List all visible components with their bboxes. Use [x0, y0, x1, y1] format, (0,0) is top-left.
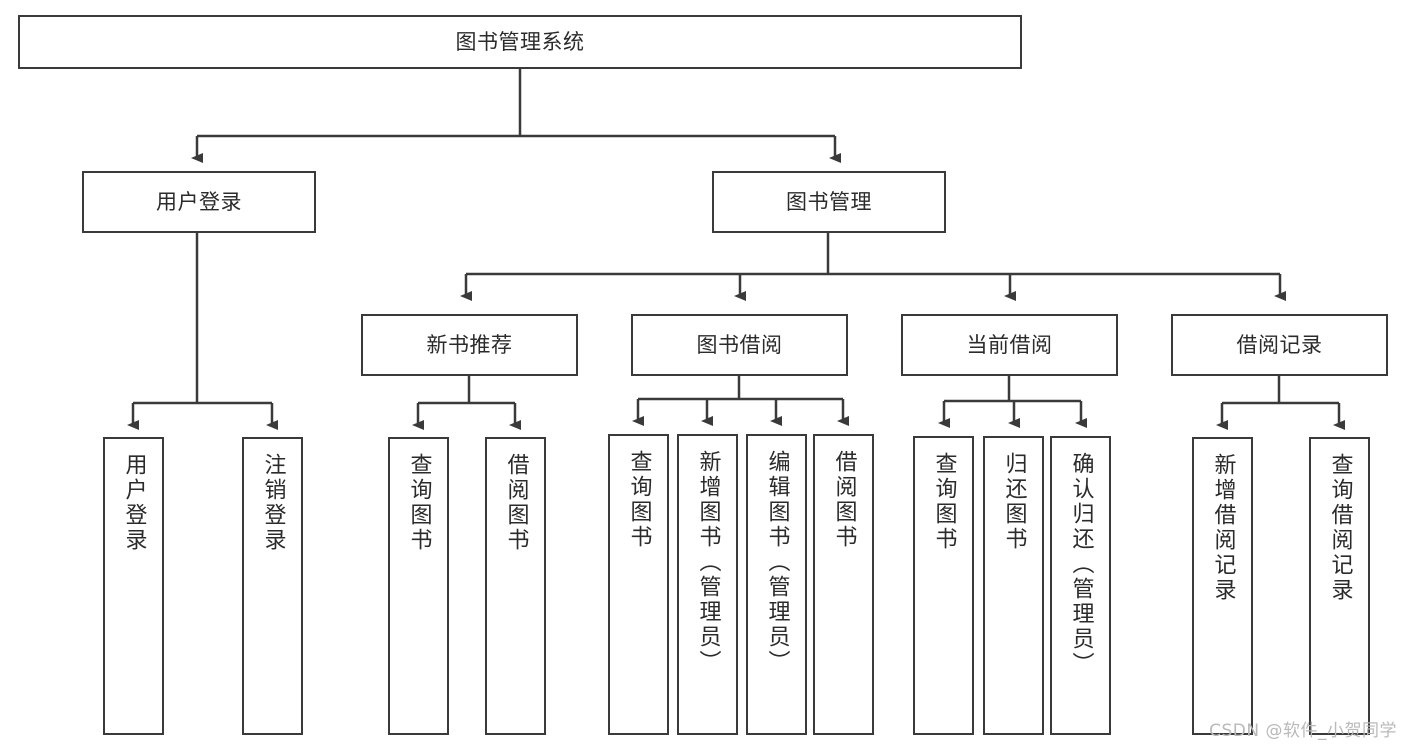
node-label: 确认归还（管理员）: [1068, 452, 1094, 677]
node-label: 用户登录: [121, 453, 147, 553]
node-label: 归还图书: [1001, 452, 1027, 552]
leaf-current-query-book[interactable]: 查询图书: [913, 436, 974, 735]
node-borrow-record[interactable]: 借阅记录: [1171, 314, 1388, 376]
node-book-borrow[interactable]: 图书借阅: [631, 314, 848, 376]
node-label: 用户登录: [156, 189, 242, 214]
node-label: 查询图书: [931, 452, 957, 552]
leaf-recommend-query-book[interactable]: 查询图书: [388, 437, 449, 735]
node-label: 查询图书: [406, 453, 432, 553]
node-label: 新增借阅记录: [1210, 453, 1236, 603]
node-label: 图书管理: [786, 189, 872, 214]
node-label: 新书推荐: [426, 332, 513, 357]
leaf-borrow-query-book[interactable]: 查询图书: [608, 434, 669, 735]
node-label: 借阅图书: [831, 450, 857, 550]
node-label: 编辑图书（管理员）: [764, 450, 790, 675]
node-book-management[interactable]: 图书管理: [712, 171, 946, 233]
node-user-login[interactable]: 用户登录: [82, 171, 316, 233]
node-current-borrow[interactable]: 当前借阅: [901, 314, 1118, 376]
leaf-recommend-borrow-book[interactable]: 借阅图书: [485, 437, 546, 735]
node-new-book-recommend[interactable]: 新书推荐: [361, 314, 578, 376]
node-label: 借阅记录: [1236, 332, 1323, 357]
leaf-current-confirm-return-admin[interactable]: 确认归还（管理员）: [1050, 436, 1111, 735]
node-label: 查询图书: [626, 450, 652, 550]
leaf-user-login-logout[interactable]: 注销登录: [242, 437, 303, 735]
node-label: 当前借阅: [966, 332, 1053, 357]
node-root-system[interactable]: 图书管理系统: [18, 15, 1022, 69]
leaf-user-login-login[interactable]: 用户登录: [103, 437, 164, 735]
node-label: 图书借阅: [696, 332, 783, 357]
leaf-borrow-edit-book-admin[interactable]: 编辑图书（管理员）: [746, 434, 807, 735]
node-label: 查询借阅记录: [1327, 453, 1353, 603]
leaf-record-add-record[interactable]: 新增借阅记录: [1192, 437, 1253, 735]
leaf-record-query-record[interactable]: 查询借阅记录: [1309, 437, 1370, 735]
node-label: 借阅图书: [503, 453, 529, 553]
leaf-borrow-borrow-book[interactable]: 借阅图书: [813, 434, 874, 735]
node-label: 注销登录: [260, 453, 286, 553]
leaf-borrow-add-book-admin[interactable]: 新增图书（管理员）: [677, 434, 738, 735]
csdn-watermark: CSDN @软件_小贺同学: [1209, 721, 1397, 741]
leaf-current-return-book[interactable]: 归还图书: [983, 436, 1044, 735]
node-label: 新增图书（管理员）: [695, 450, 721, 675]
node-label: 图书管理系统: [455, 29, 585, 54]
